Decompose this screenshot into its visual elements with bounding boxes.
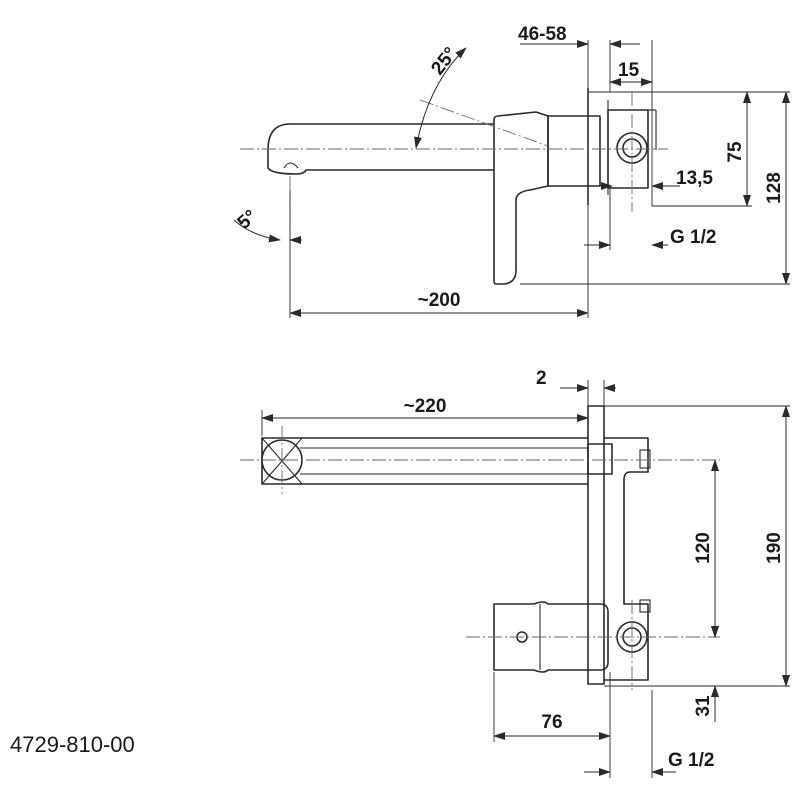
front-label-190: 190 (764, 532, 785, 564)
front-spout-joint (587, 443, 613, 475)
side-angle-ref (419, 99, 549, 147)
side-label-5deg: 5° (234, 206, 261, 234)
side-label-46-58: 46-58 (518, 24, 567, 45)
side-label-128: 128 (764, 172, 785, 204)
front-label-thread: G 1/2 (668, 750, 714, 771)
side-arc-5 (233, 219, 281, 243)
side-label-200: ~200 (418, 290, 461, 311)
side-aerator (283, 162, 299, 169)
side-label-25deg: 25° (427, 44, 461, 80)
product-code: 4729-810-00 (10, 732, 135, 757)
front-bottom-cap (639, 599, 651, 613)
front-body (604, 437, 649, 681)
front-spout (261, 437, 588, 485)
front-wall-plate (587, 405, 605, 685)
side-body (547, 115, 601, 187)
front-label-120: 120 (693, 532, 714, 564)
front-top-cap (639, 449, 651, 469)
side-label-75: 75 (725, 141, 746, 163)
front-label-2: 2 (536, 368, 547, 389)
front-handle (493, 601, 609, 673)
side-handle (493, 111, 549, 285)
side-view: 46-58 15 75 128 13,5 G 1/2 ~200 25° 5° (233, 24, 790, 318)
side-label-thread: G 1/2 (670, 227, 716, 248)
front-label-76: 76 (541, 712, 562, 733)
side-arc-25 (414, 47, 467, 149)
front-label-220: ~220 (404, 396, 447, 417)
front-view: 2 ~220 120 190 31 76 G 1/2 (240, 368, 790, 778)
side-spout (267, 123, 494, 175)
front-label-31: 31 (693, 695, 714, 717)
side-label-15: 15 (618, 60, 640, 81)
side-label-13-5: 13,5 (676, 168, 713, 189)
